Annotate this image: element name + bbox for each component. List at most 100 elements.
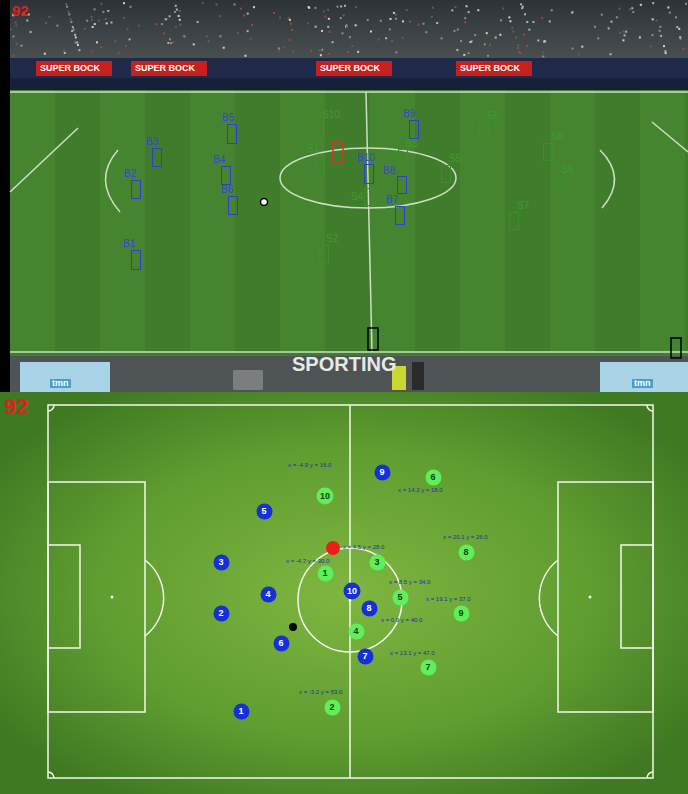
scene-rect [316, 61, 392, 76]
scene-rect [342, 32, 344, 34]
scene-rect [346, 26, 348, 28]
coordinate-label: x = 0.9 y = 40.0 [381, 617, 422, 623]
scene-rect [543, 41, 545, 43]
scene-rect [523, 33, 525, 35]
scene-rect [48, 482, 145, 712]
player-number: 1 [322, 569, 327, 578]
scene-rect [179, 19, 181, 21]
scene-rect [549, 20, 551, 22]
scene-rect [600, 362, 688, 392]
player-id: S10 [322, 110, 340, 120]
scene-rect [247, 30, 249, 32]
player-marker: 4 [348, 623, 365, 640]
player-number: 10 [320, 492, 330, 501]
marker-fill [324, 699, 340, 715]
scene-rect [20, 45, 22, 47]
scene-rect [659, 26, 661, 28]
player-id: S7 [517, 201, 529, 211]
player-marker: 5 [256, 503, 273, 520]
scene-rect [219, 35, 221, 37]
coordinate-label: x = -4.7 y = 30.0 [286, 558, 329, 564]
scene-rect [526, 21, 528, 23]
scene-rect [542, 56, 544, 58]
frame-number: 92 [12, 3, 29, 18]
scene-rect [528, 29, 530, 31]
bench-branding: tmn [632, 379, 653, 388]
player-marker: 8 [361, 600, 378, 617]
scene-rect [624, 34, 626, 36]
scene-rect [412, 362, 424, 390]
scene-rect [343, 14, 345, 16]
player-number: 4 [353, 627, 358, 636]
scene-rect [247, 13, 249, 15]
scene-rect [517, 44, 519, 46]
scene-rect [131, 61, 207, 76]
scene-rect [94, 8, 96, 10]
scene-rect [515, 37, 517, 39]
scene-rect [390, 18, 392, 20]
scene-rect [155, 23, 157, 25]
player-number: 6 [278, 639, 283, 648]
scene-rect [65, 3, 67, 5]
player-bounding-box: S6 [479, 121, 489, 139]
scene-rect [240, 8, 242, 10]
frame-number: 92 [4, 396, 28, 418]
scene-rect [389, 28, 391, 30]
player-bounding-box: B3 [152, 148, 162, 167]
scene-rect [610, 21, 612, 23]
marker-fill [344, 583, 361, 600]
player-marker: 6 [425, 469, 442, 486]
marker-fill [256, 503, 272, 519]
marker-fill [317, 488, 334, 505]
player-marker: 8 [458, 544, 475, 561]
scene-line [10, 91, 688, 93]
scene-rect [86, 20, 88, 22]
scene-rect [126, 28, 128, 30]
scene-rect [92, 26, 94, 28]
player-marker: 7 [357, 648, 374, 665]
scene-rect [129, 38, 131, 40]
advert-text: SUPER BOCK [320, 64, 380, 73]
player-bounding-box: S4 [364, 188, 374, 206]
scene-rect [310, 50, 312, 52]
marker-fill [348, 623, 364, 639]
scene-rect [550, 90, 595, 352]
scene-rect [629, 8, 631, 10]
scene-rect [114, 40, 116, 42]
player-id: B10 [357, 153, 375, 163]
scene-rect [502, 8, 504, 10]
coordinate-label: x = -3.2 y = 53.0 [299, 689, 342, 695]
player-bounding-box: B7 [395, 206, 405, 225]
scene-path [647, 405, 653, 411]
scene-rect [393, 12, 395, 14]
scene-rect [68, 13, 70, 15]
scene-ellipse [280, 148, 456, 208]
scene-rect [623, 31, 625, 33]
scene-rect [94, 23, 96, 25]
scene-rect [616, 16, 618, 18]
player-id: B9 [403, 109, 415, 119]
scene-rect [315, 26, 317, 28]
scene-rect [253, 6, 255, 8]
scene-rect [179, 24, 181, 26]
scene-rect [290, 23, 292, 25]
scene-rect [640, 90, 685, 352]
scene-rect [454, 30, 456, 32]
scene-rect [184, 35, 186, 37]
scene-rect [208, 40, 210, 42]
scene-rect [457, 29, 459, 31]
player-number: 2 [218, 609, 223, 618]
player-bounding-box: B5 [227, 124, 237, 144]
scene-rect [321, 49, 323, 51]
scene-rect [581, 46, 583, 48]
scene-rect [678, 28, 680, 30]
scene-rect [13, 35, 15, 37]
scene-rect [332, 41, 334, 43]
scene-line [366, 92, 372, 352]
player-marker: 1 [233, 703, 250, 720]
scene-rect [273, 12, 275, 14]
player-marker: 7 [420, 659, 437, 676]
scene-rect [487, 55, 489, 57]
scene-rect [367, 19, 369, 21]
